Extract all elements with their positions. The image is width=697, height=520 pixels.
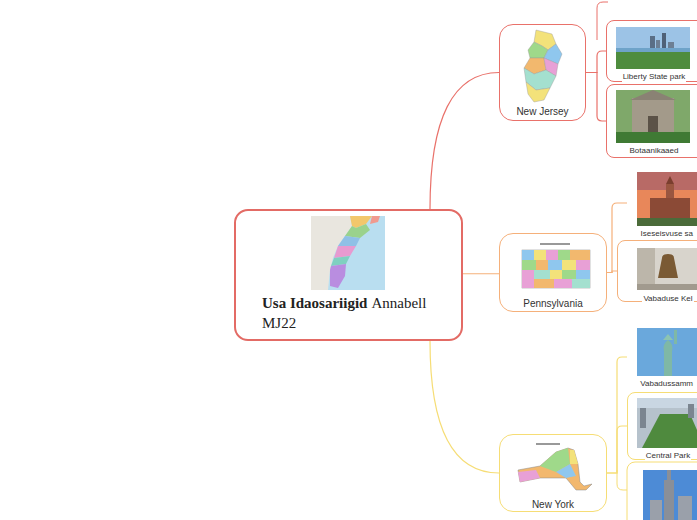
branch-connector bbox=[607, 357, 627, 473]
pennsylvania-map bbox=[522, 243, 590, 288]
central-park-photo bbox=[637, 398, 697, 448]
photo-card: Iseseisvuse sa bbox=[627, 168, 697, 238]
independence-hall-photo bbox=[637, 172, 697, 226]
topic-label: Pennsylvania bbox=[500, 298, 606, 310]
statue-of-liberty-photo bbox=[637, 328, 697, 376]
botanic-garden-photo bbox=[616, 90, 690, 143]
photo-caption: Liberty State park bbox=[622, 72, 687, 82]
title-text: Usa Idaosariigid bbox=[262, 295, 367, 311]
liberty-photo bbox=[616, 27, 690, 69]
branch-connector bbox=[607, 426, 627, 473]
new-jersey-map bbox=[524, 30, 562, 102]
branch-connector bbox=[430, 341, 499, 473]
photo-caption: Iseseisvuse sa bbox=[640, 229, 694, 239]
photo-caption: Vabaduse Kel bbox=[642, 294, 693, 304]
new-york-map bbox=[518, 443, 592, 490]
photo-card: Vabaduse Kel bbox=[617, 240, 697, 302]
topic-box: Pennsylvania bbox=[499, 233, 607, 312]
liberty-bell-photo bbox=[637, 248, 697, 290]
branch-connector bbox=[463, 273, 499, 274]
branch-connector bbox=[586, 73, 606, 122]
empire-state-photo bbox=[627, 462, 697, 520]
branch-connector bbox=[430, 73, 499, 210]
central-topic: Usa IdaosariigidAnnabell MJ22 bbox=[234, 209, 463, 341]
photo-card: Vabadussamm bbox=[627, 324, 697, 390]
topic-label: New Jersey bbox=[500, 106, 585, 118]
photo-caption: Botaanikaaed bbox=[629, 146, 680, 156]
topic-box: New Jersey bbox=[499, 24, 586, 121]
branch-line bbox=[617, 470, 627, 490]
photo-caption: Central Park bbox=[645, 451, 691, 461]
photo-card: Liberty State park bbox=[606, 20, 697, 82]
branch-connector bbox=[586, 51, 606, 73]
branch-connector bbox=[607, 271, 617, 273]
east-coast-map bbox=[311, 216, 385, 290]
photo-card: Botaanikaaed bbox=[606, 84, 697, 158]
photo-card: Central Park bbox=[627, 392, 697, 460]
central-title: Usa IdaosariigidAnnabell MJ22 bbox=[262, 293, 452, 333]
photo-caption: Vabadussamm bbox=[639, 379, 694, 389]
topic-label: New York bbox=[500, 499, 606, 511]
topic-box: New York bbox=[499, 434, 607, 512]
